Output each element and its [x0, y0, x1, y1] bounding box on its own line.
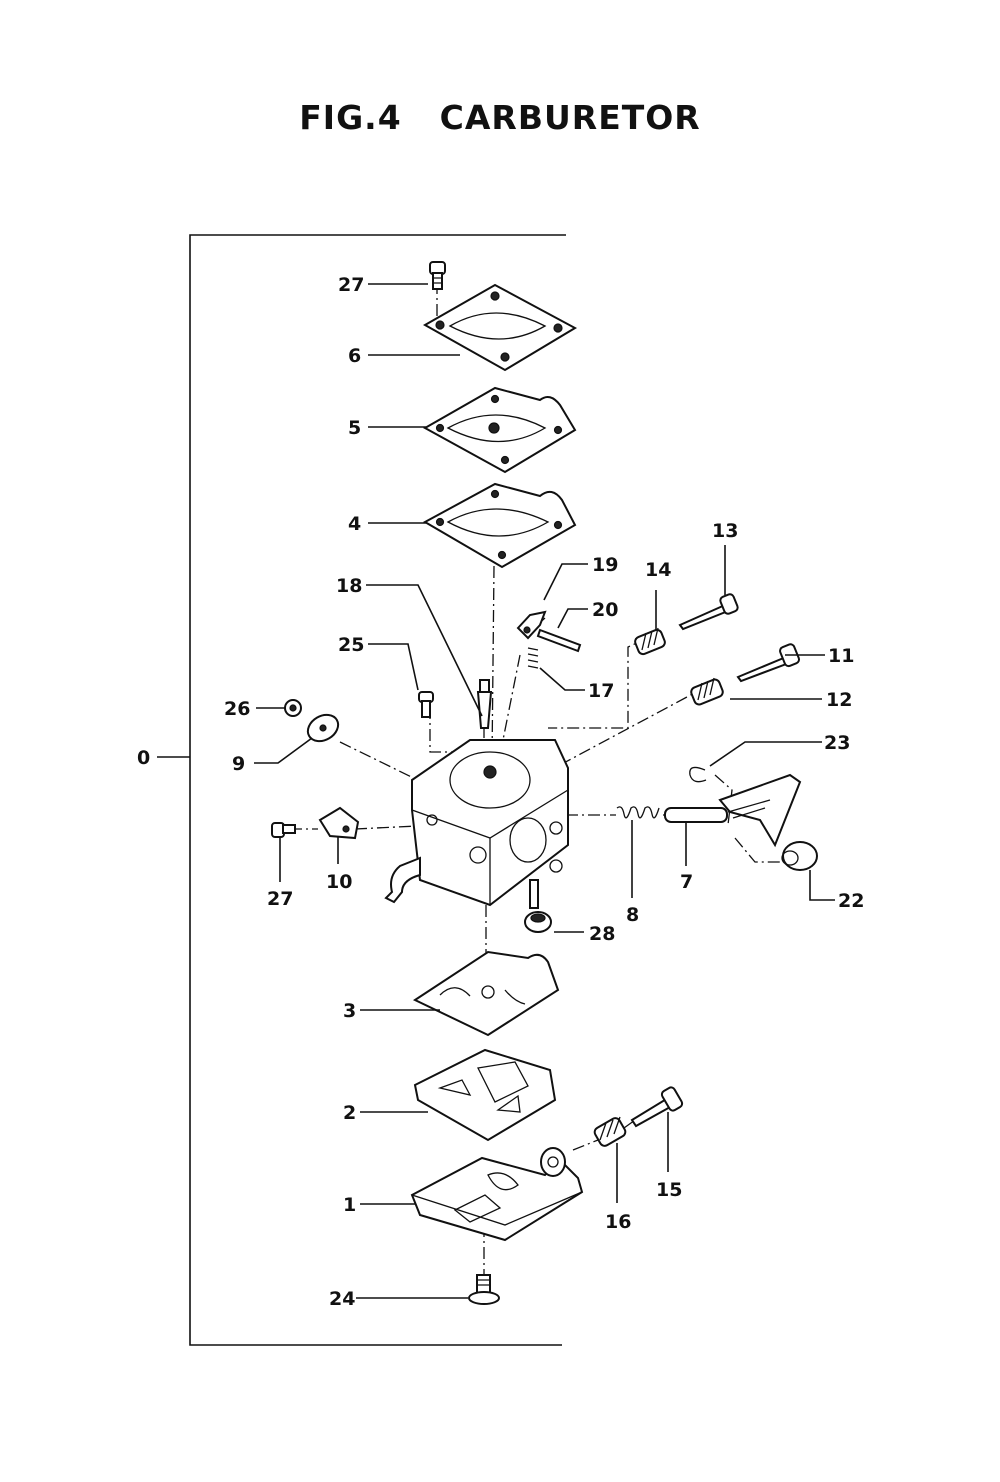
washer-9 [306, 713, 340, 743]
choke-plate [718, 773, 802, 848]
adjust-screw-11 [736, 643, 801, 683]
callout-5: 5 [348, 417, 361, 439]
screw-25 [418, 691, 434, 718]
callout-6: 6 [348, 345, 361, 367]
callout-16: 16 [605, 1211, 631, 1233]
callout-25: 25 [338, 634, 364, 656]
callout-8: 8 [626, 904, 639, 926]
callout-18: 18 [336, 575, 362, 597]
callout-27-top: 27 [338, 274, 364, 296]
gasket-2 [413, 1048, 557, 1142]
screw-15 [630, 1086, 684, 1128]
callout-3: 3 [343, 1000, 356, 1022]
carburetor-body [384, 739, 569, 909]
callout-23: 23 [824, 732, 850, 754]
callout-2: 2 [343, 1102, 356, 1124]
screw-24 [468, 1274, 500, 1305]
callout-15: 15 [656, 1179, 682, 1201]
screw-27-lower [271, 822, 296, 838]
callout-1: 1 [343, 1194, 356, 1216]
figure-number: FIG.4 [299, 98, 402, 137]
screw-27-top [429, 261, 446, 290]
callout-13: 13 [712, 520, 738, 542]
pin-20 [536, 628, 582, 653]
assembly-bracket [157, 234, 566, 1346]
figure-name: CARBURETOR [439, 98, 701, 137]
figure-title: FIG.4 CARBURETOR [0, 98, 1000, 137]
callout-0: 0 [137, 747, 150, 769]
spring-16 [593, 1116, 627, 1147]
shaft-7 [664, 807, 728, 823]
pump-cover-1 [410, 1147, 584, 1242]
screw-26 [284, 699, 302, 717]
callout-labels: 0 27 6 5 4 13 19 14 18 20 25 11 17 12 26… [137, 274, 864, 1310]
callout-24: 24 [329, 1288, 355, 1310]
pump-diaphragm-3 [412, 950, 560, 1037]
clip-23 [689, 766, 707, 783]
callout-20: 20 [592, 599, 618, 621]
callout-7: 7 [680, 871, 693, 893]
spring-8 [616, 806, 660, 819]
bracket-10 [318, 806, 360, 840]
spring-17 [527, 647, 539, 669]
callout-19: 19 [592, 554, 618, 576]
callout-11: 11 [828, 645, 854, 667]
callout-12: 12 [826, 689, 852, 711]
adjust-screw-13 [678, 593, 739, 631]
knob-22 [781, 841, 818, 871]
callout-10: 10 [326, 871, 352, 893]
callout-22: 22 [838, 890, 864, 912]
needle-18 [476, 679, 493, 738]
callout-14: 14 [645, 559, 671, 581]
callout-4: 4 [348, 513, 361, 535]
cover-plate-6 [422, 283, 578, 372]
callout-28: 28 [589, 923, 615, 945]
callout-9: 9 [232, 753, 245, 775]
gasket-4 [422, 482, 577, 569]
plug-28 [524, 911, 552, 933]
spring-12 [690, 677, 724, 706]
leader-lines [254, 283, 835, 1299]
lever-19 [516, 610, 547, 640]
diaphragm-5 [422, 386, 577, 474]
spring-14 [634, 627, 666, 656]
callout-17: 17 [588, 680, 614, 702]
callout-27-lower: 27 [267, 888, 293, 910]
callout-26: 26 [224, 698, 250, 720]
